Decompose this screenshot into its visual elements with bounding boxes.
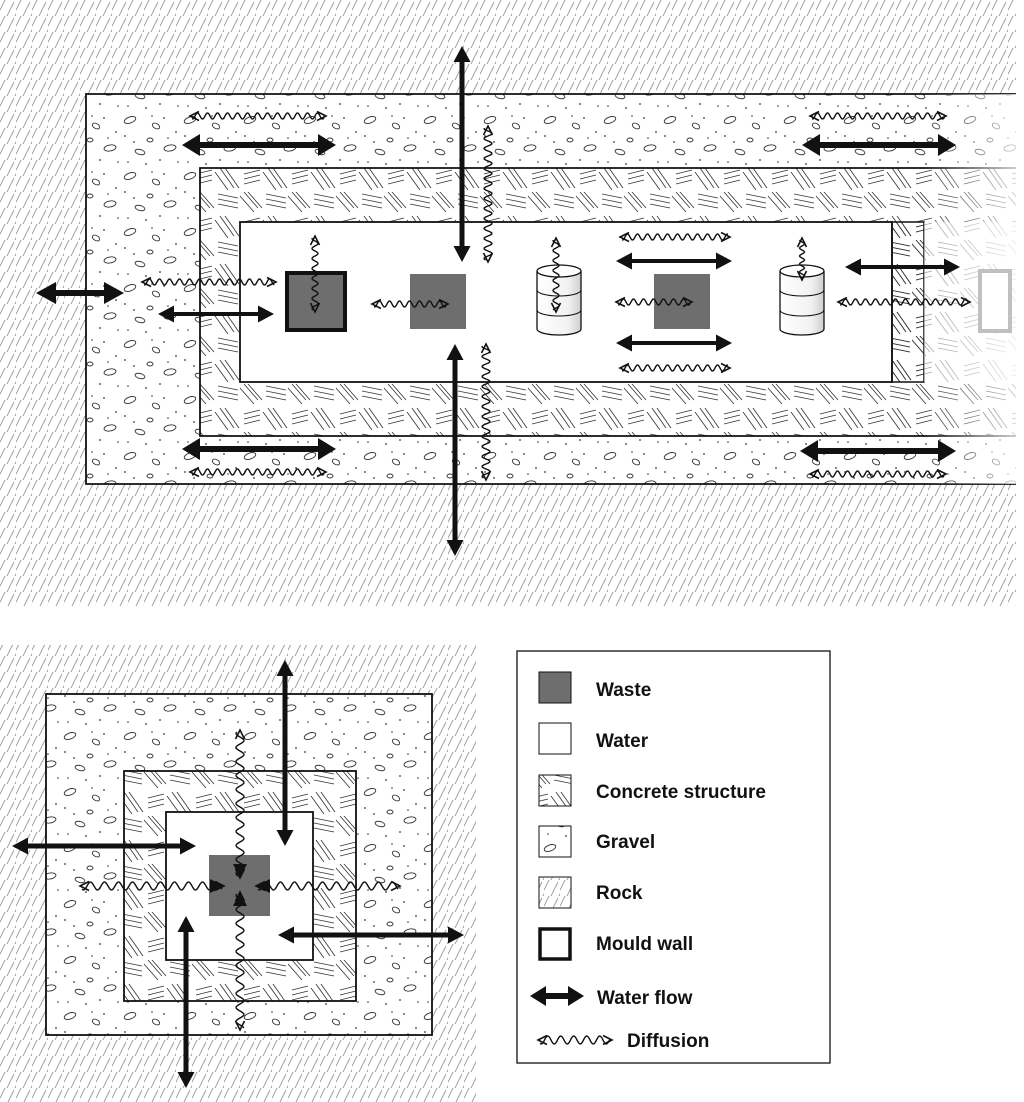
diffusion-arrow xyxy=(550,236,562,314)
diffusion-arrow xyxy=(140,276,278,288)
water-flow-arrow xyxy=(845,258,960,276)
diffusion-arrow xyxy=(482,124,494,264)
water-flow-arrow xyxy=(616,334,732,352)
diffusion-arrow xyxy=(796,236,808,282)
water-flow-arrow xyxy=(800,440,956,462)
legend-swatch-mould xyxy=(538,927,572,961)
water-flow-arrow xyxy=(177,916,195,1088)
legend-swatch-rock xyxy=(538,876,572,909)
water-flow-arrow xyxy=(182,134,336,156)
diffusion-arrow xyxy=(480,342,492,482)
legend-label-diffusion: Diffusion xyxy=(627,1031,709,1052)
legend-swatch-concrete xyxy=(538,774,572,807)
waste-drum-icon xyxy=(779,264,825,336)
water-flow-arrow xyxy=(12,837,196,855)
legend-label-rock: Rock xyxy=(596,883,643,904)
legend-label-mould: Mould wall xyxy=(596,934,693,955)
water-flow-arrow xyxy=(530,986,584,1006)
section-longitudinal xyxy=(0,0,1016,606)
legend-label-water: Water xyxy=(596,731,649,752)
water-flow-arrow xyxy=(453,46,471,262)
water-flow-arrow xyxy=(276,660,294,846)
water-flow-arrow xyxy=(446,344,464,556)
legend-label-concrete: Concrete structure xyxy=(596,782,766,803)
diffusion-arrow xyxy=(614,296,694,308)
legend-label-waste: Waste xyxy=(596,680,651,701)
water-flow-arrow xyxy=(802,134,956,156)
legend-swatch-waste xyxy=(538,671,572,704)
wavy-double-arrow-icon xyxy=(536,1034,614,1046)
double-headed-arrow-icon xyxy=(530,986,584,1006)
section-cross xyxy=(0,645,476,1102)
diffusion-arrow xyxy=(370,298,450,310)
diffusion-arrow xyxy=(536,1034,614,1046)
transport-arrows-top xyxy=(36,46,972,556)
water-flow-arrow xyxy=(616,252,732,270)
diffusion-arrow xyxy=(188,110,328,122)
diffusion-arrow xyxy=(808,468,948,480)
waste-package-faded xyxy=(978,269,1012,333)
water-flow-arrow xyxy=(182,438,336,460)
waste-drum-icon xyxy=(536,264,582,336)
water-flow-arrow xyxy=(36,282,124,304)
legend: Waste Water Concrete structure Gravel Ro… xyxy=(516,650,831,1064)
water-flow-arrow xyxy=(278,926,464,944)
diffusion-arrow xyxy=(309,234,321,314)
diffusion-arrow xyxy=(618,362,732,374)
transport-arrows-bottom xyxy=(12,660,464,1088)
diffusion-arrow xyxy=(188,466,328,478)
legend-swatch-gravel xyxy=(538,825,572,858)
legend-label-gravel: Gravel xyxy=(596,832,655,853)
legend-swatch-water xyxy=(538,722,572,755)
diffusion-arrow xyxy=(808,110,948,122)
water-flow-arrow xyxy=(158,305,274,323)
diffusion-arrow xyxy=(836,296,972,308)
diffusion-arrow xyxy=(618,231,732,243)
legend-label-flow: Water flow xyxy=(597,988,693,1009)
